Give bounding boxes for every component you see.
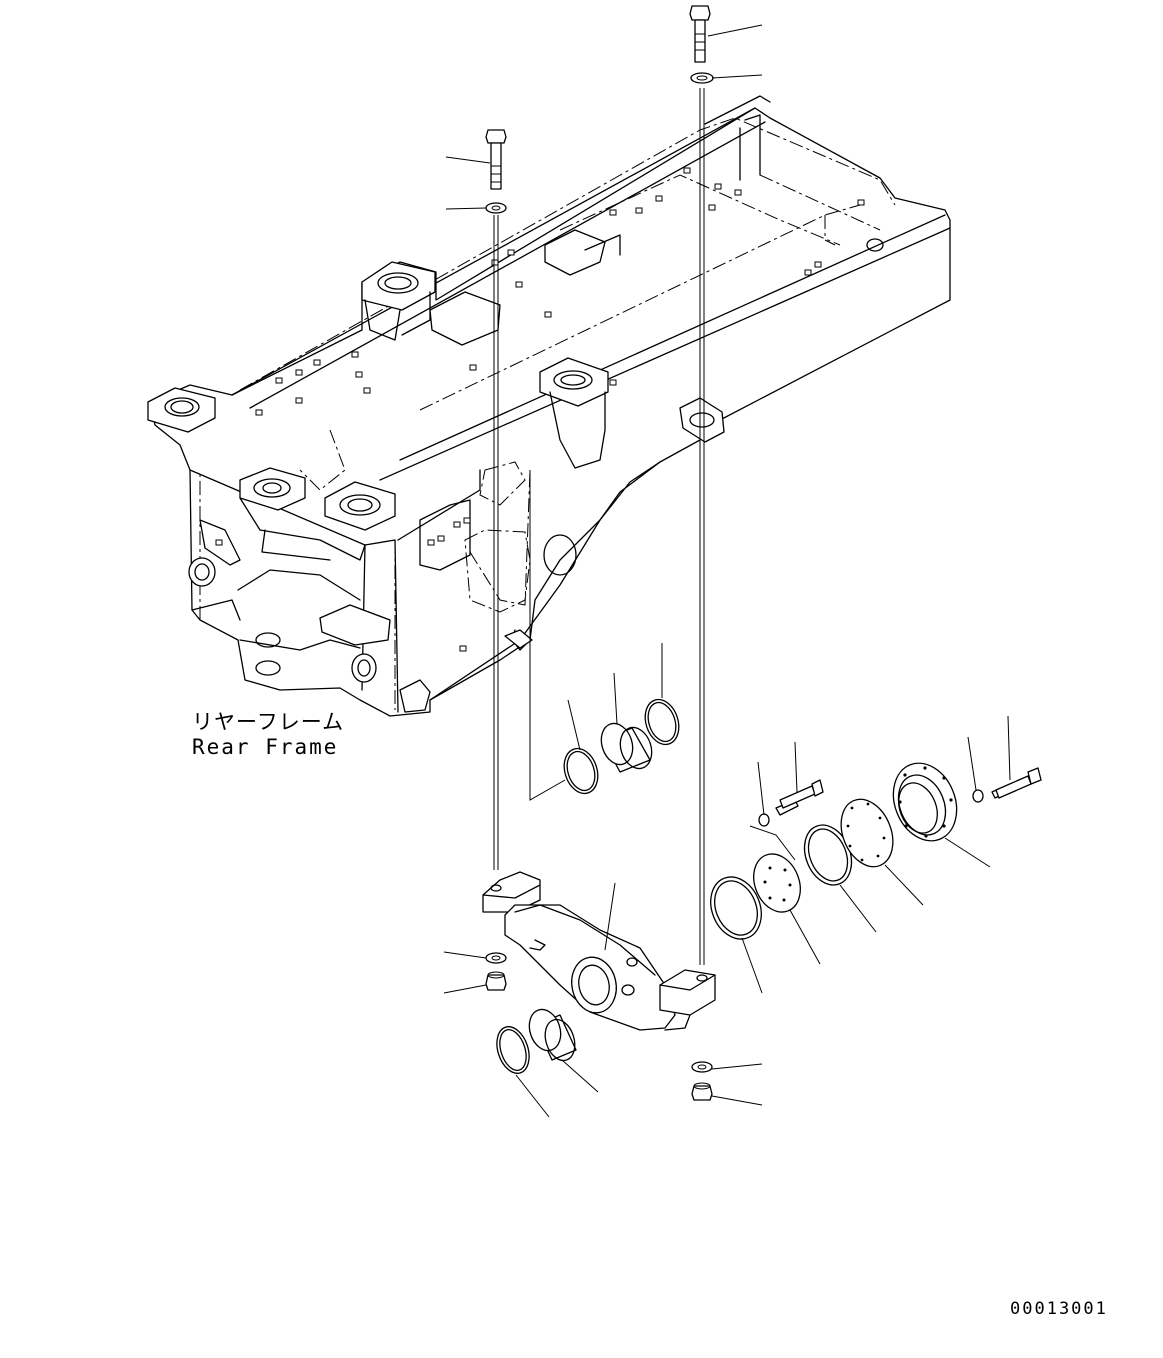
lower-washers-nuts bbox=[485, 952, 713, 1101]
axle-support-cradle bbox=[482, 871, 716, 1031]
top-bolt-left bbox=[485, 129, 507, 214]
rear-frame-label-english: Rear Frame bbox=[192, 735, 339, 759]
leader-lines bbox=[443, 24, 1011, 1118]
rear-frame-label-japanese: リヤーフレーム bbox=[192, 710, 345, 734]
cap-assembly-stack bbox=[710, 762, 1042, 940]
bushing-set-lower bbox=[496, 1008, 577, 1074]
rear-frame bbox=[147, 95, 951, 717]
assembly-axis-lines bbox=[493, 88, 705, 965]
illustration-number: 00013001 bbox=[1010, 1299, 1108, 1319]
bushing-set-upper bbox=[563, 698, 680, 795]
top-bolt-right bbox=[689, 5, 714, 84]
